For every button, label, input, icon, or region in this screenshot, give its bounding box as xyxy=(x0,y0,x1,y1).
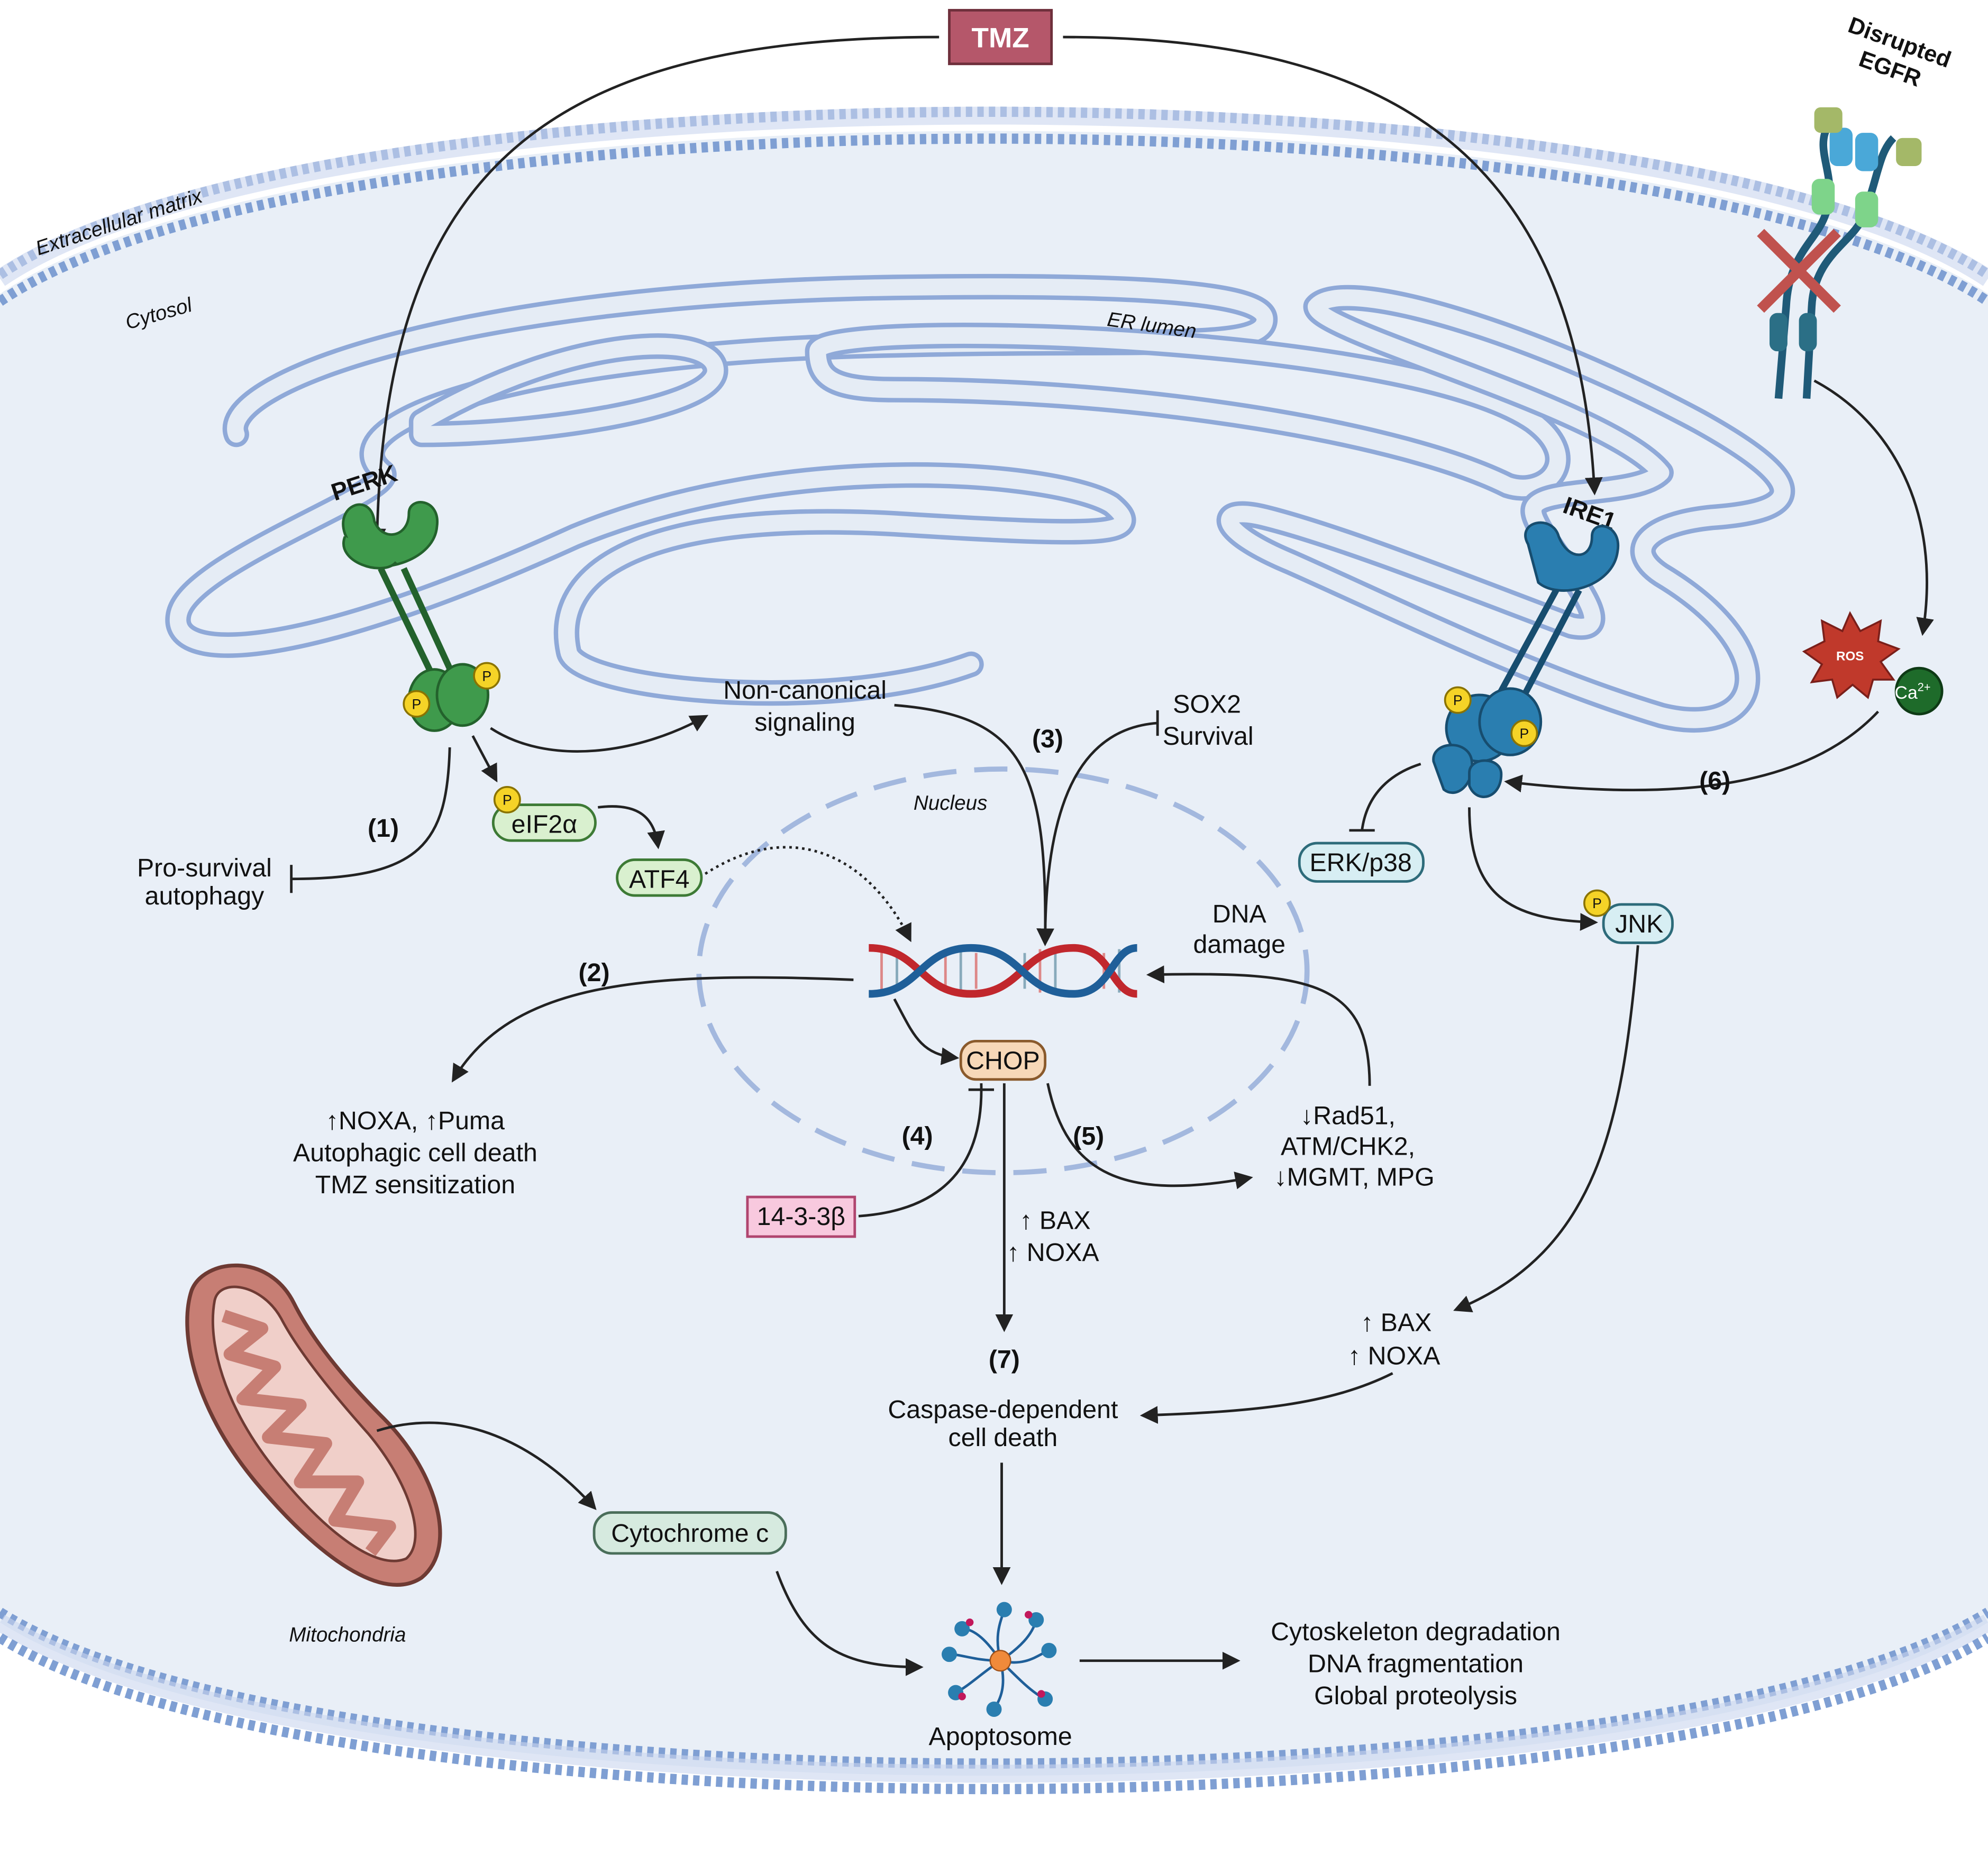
dna-helix-icon xyxy=(869,944,1138,998)
tmz-to-ire1-arrow xyxy=(1063,35,1603,496)
14-3-3-label: 14-3-3β xyxy=(757,1202,845,1231)
ire1-to-jnk-arrow xyxy=(1468,807,1598,931)
ire1-receptor-icon xyxy=(1432,521,1620,798)
phospho-icon: P xyxy=(493,785,521,813)
dna-damage-label-1: DNA xyxy=(1212,900,1267,928)
chop-label: CHOP xyxy=(966,1047,1040,1075)
survival-label: Survival xyxy=(1163,722,1254,751)
cytochrome-c-box xyxy=(592,1511,787,1555)
outcome-2: DNA fragmentation xyxy=(1308,1649,1524,1678)
calcium-label: Ca2+ xyxy=(1895,681,1931,703)
perk-inhibits-autophagy-line xyxy=(291,747,451,881)
left-outcome-3: TMZ sensitization xyxy=(315,1171,515,1199)
noncanonical-to-dna-arrow xyxy=(894,703,1054,947)
svg-text:P: P xyxy=(412,696,421,712)
tmz-label: TMZ xyxy=(972,22,1029,53)
chop-to-repair-arrow xyxy=(1046,1083,1253,1190)
14-3-3-box xyxy=(746,1195,856,1238)
eif2a-box xyxy=(491,803,597,842)
ros-label: ROS xyxy=(1836,650,1864,664)
mito-to-cytc-arrow xyxy=(376,1421,597,1510)
cytc-to-apoptosome-arrow xyxy=(776,1570,924,1676)
caspase-label-1: Caspase-dependent xyxy=(888,1395,1118,1424)
step-7-label: (7) xyxy=(989,1346,1020,1374)
nucleus-envelope xyxy=(696,766,1310,1175)
caspase-label-2: cell death xyxy=(949,1423,1058,1452)
dna-to-noxa-arrow xyxy=(451,976,854,1083)
noxa-mid-label: ↑ NOXA xyxy=(1007,1238,1099,1267)
step-6-label: (6) xyxy=(1699,767,1730,796)
phospho-icon: P xyxy=(1444,686,1472,714)
svg-text:P: P xyxy=(1519,726,1529,742)
atf4-box xyxy=(616,858,703,897)
jnk-box xyxy=(1602,903,1674,944)
bax-to-caspase-arrow xyxy=(1139,1372,1393,1424)
nucleus-label: Nucleus xyxy=(914,792,988,815)
phospho-icon: P xyxy=(403,690,431,718)
bax-mid-label: ↑ BAX xyxy=(1019,1206,1090,1235)
noxa-right-label: ↑ NOXA xyxy=(1348,1341,1440,1370)
step-3-label: (3) xyxy=(1032,725,1063,753)
left-outcome-2: Autophagic cell death xyxy=(293,1138,537,1167)
calcium-ion-icon xyxy=(1894,666,1944,716)
phospho-icon: P xyxy=(1510,719,1538,747)
jnk-to-bax-arrow xyxy=(1453,945,1639,1312)
svg-text:P: P xyxy=(1453,692,1463,708)
endoplasmic-reticulum xyxy=(165,273,1795,733)
step-2-label: (2) xyxy=(579,958,610,987)
prosurvival-label-2: autophagy xyxy=(145,882,265,910)
apoptosome-icon xyxy=(942,1602,1057,1717)
plasma-membrane-top xyxy=(0,106,1988,306)
eif2a-label: eIF2α xyxy=(512,810,578,839)
egfr-to-ca-arrow xyxy=(1813,379,1934,636)
noncanonical-label-1: Non-canonical xyxy=(723,676,887,705)
outcome-3: Global proteolysis xyxy=(1314,1681,1517,1710)
chop-box xyxy=(959,1039,1047,1081)
dna-to-chop-arrow xyxy=(893,998,960,1065)
perk-receptor-icon xyxy=(342,501,490,732)
noncanonical-label-2: signaling xyxy=(754,708,855,736)
repair-to-dna-damage-arrow xyxy=(1146,965,1371,1086)
mitochondria-icon xyxy=(185,1263,442,1587)
phospho-icon: P xyxy=(473,662,501,690)
1433-inhibits-chop-line xyxy=(858,1083,983,1218)
dna-inhibits-sox2-line xyxy=(1044,721,1158,943)
mitochondria-label: Mitochondria xyxy=(289,1624,406,1647)
repair-label-1: ↓Rad51, xyxy=(1300,1101,1396,1130)
ire1-inhibits-erk-line xyxy=(1361,762,1421,831)
eif2a-to-atf4-arrow xyxy=(598,805,665,849)
perk-to-noncanonical-arrow xyxy=(490,715,709,753)
dna-damage-label-2: damage xyxy=(1193,930,1285,959)
perk-to-eif2a-arrow xyxy=(471,735,498,783)
atf4-label: ATF4 xyxy=(629,865,689,894)
outcome-1: Cytoskeleton degradation xyxy=(1271,1617,1561,1646)
repair-label-3: ↓MGMT, MPG xyxy=(1274,1163,1435,1191)
left-outcome-1: ↑NOXA, ↑Puma xyxy=(326,1107,505,1135)
ros-burst-icon xyxy=(1802,611,1901,699)
cytochrome-c-label: Cytochrome c xyxy=(611,1519,769,1548)
tmz-to-perk-arrow xyxy=(368,35,940,547)
step-5-label: (5) xyxy=(1073,1122,1104,1150)
ca-to-ire1-arrow xyxy=(1504,710,1880,793)
bax-right-label: ↑ BAX xyxy=(1361,1309,1431,1337)
prosurvival-label-1: Pro-survival xyxy=(137,854,272,882)
svg-text:P: P xyxy=(503,792,512,808)
phospho-icon: P xyxy=(1583,889,1611,917)
step-1-label: (1) xyxy=(368,814,399,843)
erk-label: ERK/p38 xyxy=(1310,848,1412,877)
svg-text:P: P xyxy=(1592,895,1602,911)
svg-text:P: P xyxy=(482,668,491,684)
atf4-to-dna-arrow xyxy=(704,846,911,943)
apoptosome-label: Apoptosome xyxy=(929,1722,1072,1751)
repair-label-2: ATM/CHK2, xyxy=(1281,1132,1415,1160)
sox2-label: SOX2 xyxy=(1173,690,1241,719)
jnk-label: JNK xyxy=(1615,910,1663,938)
tmz-box xyxy=(948,8,1053,66)
egfr-receptor-icon xyxy=(1757,107,1922,399)
erk-box xyxy=(1298,842,1425,883)
plasma-membrane-bottom xyxy=(0,1607,1988,1795)
step-4-label: (4) xyxy=(902,1122,933,1150)
